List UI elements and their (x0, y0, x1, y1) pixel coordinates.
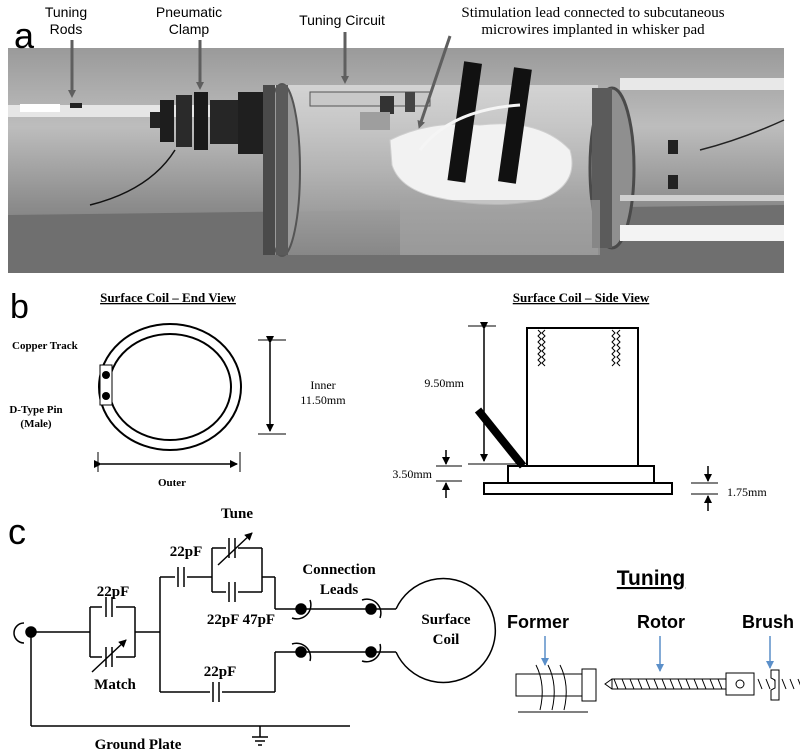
dim-950-label: 9.50mm (424, 376, 464, 390)
end-view-title: Surface Coil – End View (100, 290, 236, 305)
rotor-label: Rotor (637, 612, 685, 632)
panel-c-letter: c (8, 511, 26, 552)
d-type-pin-label-2: (Male) (20, 418, 51, 430)
connection-leads-label-1: Connection (302, 562, 376, 578)
stimulation-lead-label-2: microwires implanted in whisker pad (481, 22, 705, 38)
cap-22-bottom-label: 22pF (204, 664, 237, 680)
photo-setup (8, 48, 785, 273)
tuning-rods-label-2: Rods (50, 21, 83, 37)
side-view-drawing (436, 322, 718, 511)
connection-leads-label-2: Leads (320, 582, 359, 598)
stimulation-lead-label-1: Stimulation lead connected to subcutaneo… (461, 5, 724, 21)
former-label: Former (507, 612, 569, 632)
side-view-title: Surface Coil – Side View (513, 290, 650, 305)
tuning-circuit-label: Tuning Circuit (299, 12, 385, 28)
panel-a: a Tuning Rods Pneumatic Clamp Tuning Cir… (8, 4, 785, 273)
panel-a-letter: a (14, 15, 35, 56)
panel-b: b Surface Coil – End View Copper Track D… (9, 288, 767, 511)
d-type-pin-label-1: D-Type Pin (9, 404, 62, 416)
tuning-circuit-schematic (13, 532, 497, 746)
dim-175-label: 1.75mm (727, 485, 767, 499)
brush-label: Brush (742, 612, 794, 632)
panel-c: c (8, 506, 800, 753)
surface-coil-label-1: Surface (421, 612, 470, 628)
panel-b-letter: b (10, 288, 29, 326)
cap-22-match-label: 22pF (97, 584, 130, 600)
end-view-drawing (94, 323, 286, 472)
tuning-detail-drawing (515, 636, 800, 713)
copper-track-label: Copper Track (12, 340, 79, 352)
match-label: Match (94, 677, 136, 693)
pneumatic-clamp-label-2: Clamp (169, 21, 210, 37)
stimulation-lead-arrow (417, 35, 452, 129)
tune-label: Tune (221, 506, 253, 522)
inner-label-2: 11.50mm (300, 393, 346, 407)
tuning-rods-label-1: Tuning (45, 4, 87, 20)
cap-22-top-label: 22pF (170, 544, 203, 560)
pneumatic-clamp-label-1: Pneumatic (156, 4, 222, 20)
inner-label-1: Inner (310, 378, 335, 392)
surface-coil-label-2: Coil (433, 632, 460, 648)
dim-350-label: 3.50mm (392, 467, 432, 481)
ground-plate-label: Ground Plate (95, 737, 182, 753)
cap-pair-label: 22pF 47pF (207, 612, 275, 628)
tuning-title: Tuning (617, 567, 685, 590)
outer-label: Outer (158, 477, 186, 489)
